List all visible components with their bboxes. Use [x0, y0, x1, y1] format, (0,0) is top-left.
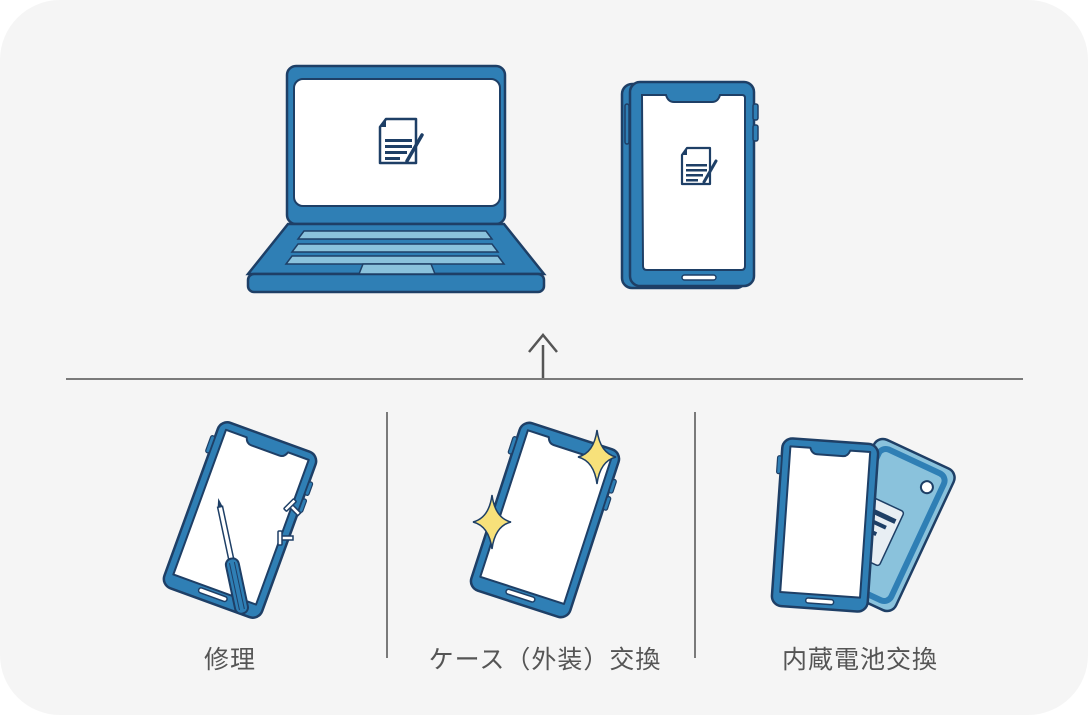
service-label-case-replacement: ケース（外装）交換	[428, 645, 662, 674]
laptop-illustration	[245, 64, 547, 294]
document-edit-icon	[378, 117, 424, 165]
arrow-up-icon	[528, 333, 558, 378]
service-label-battery-replacement: 内蔵電池交換	[781, 645, 938, 674]
service-label-repair: 修理	[203, 645, 256, 674]
sparkle-icon	[472, 494, 512, 550]
vertical-divider-2	[694, 412, 696, 658]
screw-icon	[283, 498, 302, 517]
phone-open-battery-icon	[770, 437, 956, 613]
phone-with-screwdriver-icon	[162, 421, 318, 619]
screw-icon	[277, 530, 294, 546]
vertical-divider-1	[386, 412, 388, 658]
smartphone-illustration	[620, 80, 759, 290]
sparkle-icon	[577, 429, 617, 485]
phone-with-sparkles-icon	[469, 421, 621, 619]
document-edit-icon	[680, 146, 718, 186]
horizontal-divider	[66, 378, 1023, 380]
